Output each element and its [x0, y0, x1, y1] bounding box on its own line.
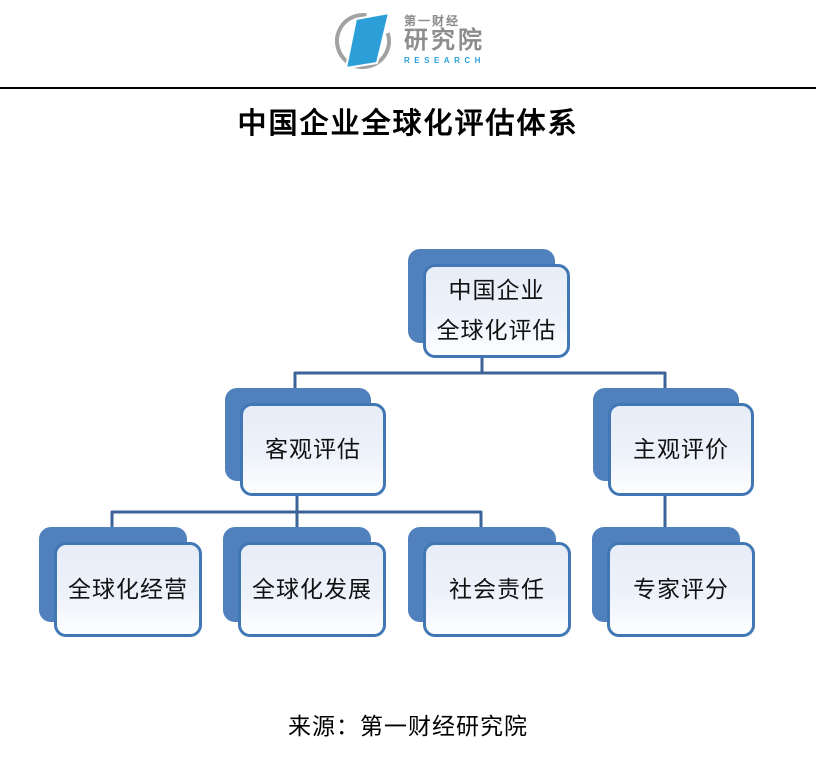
- node-label: 主观评价: [633, 436, 729, 462]
- node-box: 主观评价: [608, 403, 754, 496]
- node-label: 中国企业 全球化评估: [436, 278, 557, 343]
- logo-wordmark: 第一财经 研究院 RESEARCH: [404, 14, 485, 66]
- node-box: 全球化发展: [238, 542, 386, 637]
- node-label: 全球化发展: [252, 576, 372, 602]
- logo-brand-small: 第一财经: [404, 14, 461, 29]
- node-label: 客观评估: [265, 436, 361, 462]
- node-label: 全球化经营: [68, 576, 188, 602]
- logo-brand-sub: RESEARCH: [404, 55, 485, 65]
- node-box: 客观评估: [240, 403, 386, 496]
- node-box: 社会责任: [423, 542, 571, 637]
- logo-brand-large: 研究院: [404, 27, 485, 55]
- yicai-research-logo: 第一财经 研究院 RESEARCH: [0, 8, 816, 72]
- node-box: 专家评分: [607, 542, 755, 637]
- logo-circle-icon: [335, 11, 391, 70]
- node-box: 全球化经营: [54, 542, 202, 637]
- figure-title: 中国企业全球化评估体系: [237, 108, 579, 140]
- header-divider: [0, 87, 816, 89]
- node-box: 中国企业 全球化评估: [423, 264, 570, 358]
- node-label: 专家评分: [633, 576, 729, 602]
- source-caption: 来源：第一财经研究院: [288, 714, 528, 739]
- node-label: 社会责任: [449, 576, 545, 602]
